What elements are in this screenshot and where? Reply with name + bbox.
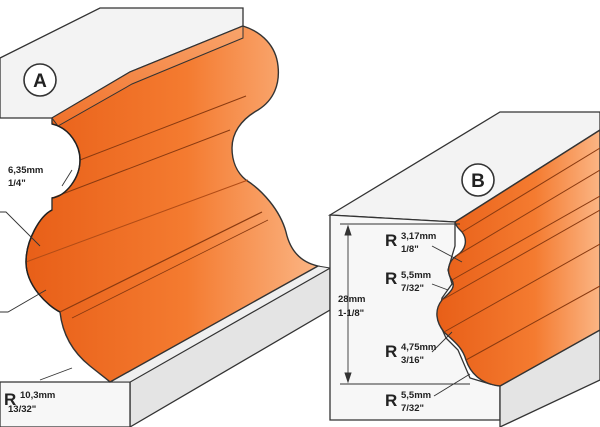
- profile-a-block-front: [0, 381, 131, 427]
- profile-a-badge: [23, 63, 57, 97]
- profile-b-r1-inch: 1/8": [401, 244, 419, 255]
- profile-b-r3-mm: 4,75mm: [401, 342, 436, 353]
- profile-b-leaders: [431, 245, 471, 397]
- profile-b-r4: R: [385, 391, 397, 410]
- profile-b-r4-mm: 5,5mm: [401, 390, 431, 401]
- profile-a-top-inch: 1/4": [8, 178, 26, 189]
- profile-a: A 6,35mm 1/4" R 10,3mm 13/32": [0, 7, 332, 427]
- profile-a-bottom-r: R: [4, 390, 16, 409]
- profile-b-r3-inch: 3/16": [401, 355, 424, 366]
- profile-a-top-mm: 6,35mm: [8, 165, 43, 176]
- profile-b-r4-inch: 7/32": [401, 403, 424, 414]
- profile-b-r1-mm: 3,17mm: [401, 231, 436, 242]
- profile-a-bottom-mm: 10,3mm: [20, 390, 55, 401]
- profile-b-r1: R: [385, 231, 397, 250]
- profile-b-badge-label: B: [471, 171, 485, 192]
- profile-a-badge-label: A: [33, 71, 47, 92]
- profile-b-r2-mm: 5,5mm: [401, 270, 431, 281]
- profile-b-r3: R: [385, 342, 397, 361]
- profile-b-r2-inch: 7/32": [401, 283, 424, 294]
- profile-b-height-mm: 28mm: [338, 294, 365, 305]
- profile-a-bottom-inch: 13/32": [8, 404, 36, 415]
- profile-b-height-dimension: [340, 223, 470, 385]
- profile-a-leaders: [0, 169, 73, 381]
- profile-b-badge: [461, 163, 495, 197]
- profile-b: B 28mm 1-1/8" R 3,17mm 1/8" R 5,5mm 7/32…: [327, 111, 600, 427]
- profile-b-r2: R: [385, 269, 397, 288]
- profile-b-height-inch: 1-1/8": [338, 308, 364, 319]
